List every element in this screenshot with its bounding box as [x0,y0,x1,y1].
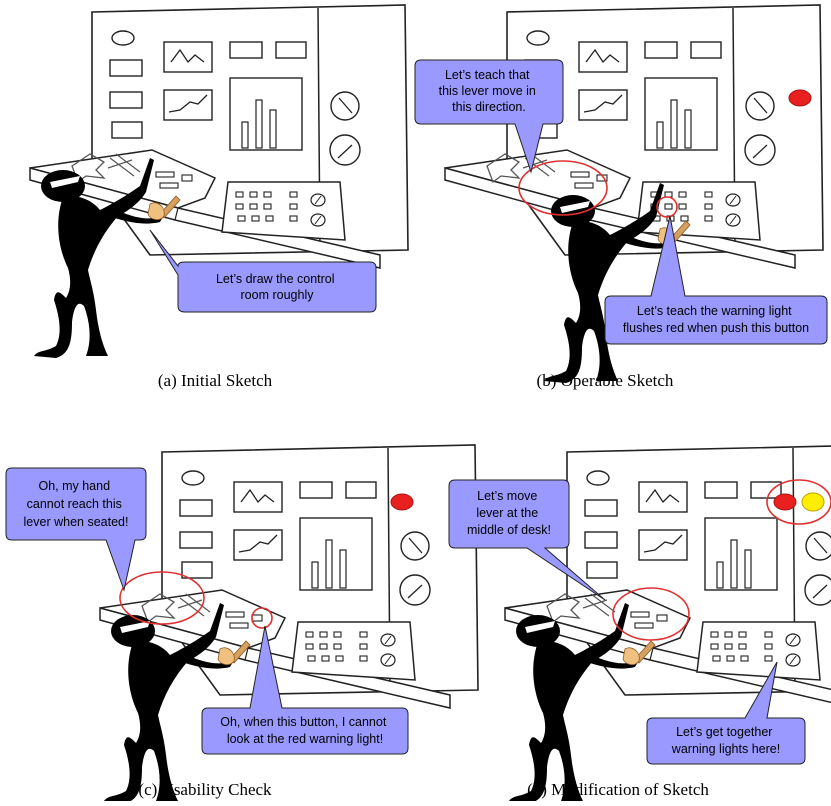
highlight-circle-button [251,607,273,629]
bubble-text-line: lever when seated! [24,515,129,529]
speech-bubble [201,625,409,755]
red-warning-light [788,89,812,107]
bubble-text-line: Let’s move [477,489,537,503]
highlight-circle-lever [518,160,608,216]
bubble-text-line: flushes red when push this button [623,321,809,335]
svg-text:Let’s teach that this le: Let’s teach that this lever move in this… [439,68,540,114]
bubble-text-line: Let’s teach that [445,68,530,82]
svg-text:Let’s draw the control r: Let’s draw the control room roughly [216,272,338,302]
bubble-text-line: warning lights here! [671,742,780,756]
panel-b: Let’s teach that this lever move in this… [414,4,828,390]
bubble-text-line: this direction. [452,100,526,114]
bubble-text-line: look at the red warning light! [227,732,383,746]
svg-text:Let’s teach the warning light: Let’s teach the warning light flushes re… [623,304,809,335]
panel-d: Let’s move lever at the middle of desk! … [448,444,831,804]
speech-bubble [646,661,806,765]
highlight-circle-lever [612,587,690,641]
svg-text:Oh, my hand cannot reach: Oh, my hand cannot reach this lever when… [24,479,129,529]
speech-bubble [149,229,377,313]
bubble-text-line: Oh, when this button, I cannot [220,715,387,729]
svg-text:Let’s get together warni: Let’s get together warning lights here! [671,725,780,756]
panel-c: Oh, my hand cannot reach this lever when… [5,444,479,804]
red-warning-light [773,493,797,511]
red-warning-light [390,493,414,511]
highlight-circle-lever [119,571,205,625]
caption-a: (a) Initial Sketch [158,371,273,390]
caption-c: (c) Usability Check [138,780,272,799]
speech-bubble [604,215,828,345]
svg-text:Oh, when this button, I cannot: Oh, when this button, I cannot look at t… [220,715,390,746]
bubble-text-line: this lever move in [439,84,536,98]
bubble-text-line: Oh, my hand [38,479,110,493]
highlight-circle-button [656,196,678,218]
yellow-warning-light [801,492,825,512]
bubble-text-line: Let’s teach the warning light [637,304,792,318]
bubble-text-line: Let’s draw the control [216,272,335,286]
bubble-text-line: lever at the [476,506,538,520]
caption-b: (b) Operable Sketch [537,371,674,390]
speech-bubble [448,479,606,601]
bubble-text-line: cannot reach this [27,497,122,511]
bubble-text-line: Let’s get together [676,725,772,739]
bubble-text-line: middle of desk! [467,523,551,537]
speech-bubble [414,59,564,174]
caption-d: (d) Modification of Sketch [527,780,709,799]
highlight-circle-lights [766,479,831,525]
svg-text:Let’s move lever at the: Let’s move lever at the middle of desk! [467,489,551,537]
speech-bubble [5,467,147,592]
bubble-text-line: room roughly [241,288,315,302]
panel-a: Let’s draw the control room roughly (a) … [29,4,409,390]
